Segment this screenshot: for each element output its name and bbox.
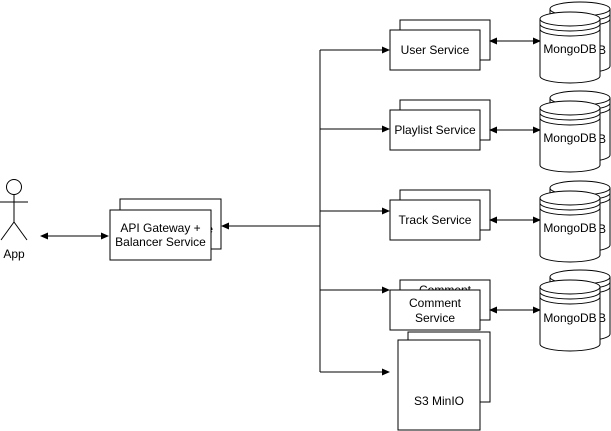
api-gateway-box [109,209,212,261]
mongodb-label: MongoDB [543,311,596,325]
comment-service-label-line2: Service [415,311,455,325]
user-service-box [389,29,481,71]
track-service-box [389,199,481,241]
api-gateway-node: e API Gateway + Balancer Service [109,198,222,261]
s3-minio-label: S3 MinIO [414,394,464,408]
track-service-label: Track Service [399,213,472,227]
user-service-label: User Service [401,43,470,57]
app-gateway-connector [40,232,109,240]
playlist-service-node: Playlist Service [389,99,491,151]
s3-minio-node: S3 MinIO [397,331,491,431]
database-icon: B [539,1,611,84]
track-service-node: Track Service [389,189,491,241]
app-actor: App [0,179,28,261]
mongodb-back-label: B [598,132,606,146]
mongodb-label: MongoDB [543,42,596,56]
bus-service-arrows [320,46,390,376]
api-gateway-label-line2: Balancer Service [115,235,206,249]
database-icon: B [539,90,611,173]
user-service-node: User Service [389,19,491,71]
mongodb-node-1: B MongoDB [539,1,611,84]
database-icon: B [539,180,611,263]
service-db-connectors [489,37,541,314]
mongodb-label: MongoDB [543,131,596,145]
gateway-bus-connector [221,222,320,230]
app-label: App [3,247,25,261]
mongodb-label: MongoDB [543,221,596,235]
comment-service-box [389,289,481,331]
playlist-service-label: Playlist Service [394,123,476,137]
comment-service-label-line1: Comment [409,296,462,310]
comment-service-node: Comment Comment Service [389,279,491,331]
database-icon: B [539,269,611,352]
mongodb-node-3: B MongoDB [539,180,611,263]
mongodb-back-label: B [598,222,606,236]
mongodb-node-2: B MongoDB [539,90,611,173]
mongodb-node-4: B MongoDB [539,269,611,352]
api-gateway-label-line1: API Gateway + [120,221,200,235]
person-icon [0,179,28,241]
playlist-service-box [389,109,481,151]
mongodb-back-label: B [598,43,606,57]
s3-minio-box [397,339,481,431]
mongodb-back-label: B [598,311,606,325]
